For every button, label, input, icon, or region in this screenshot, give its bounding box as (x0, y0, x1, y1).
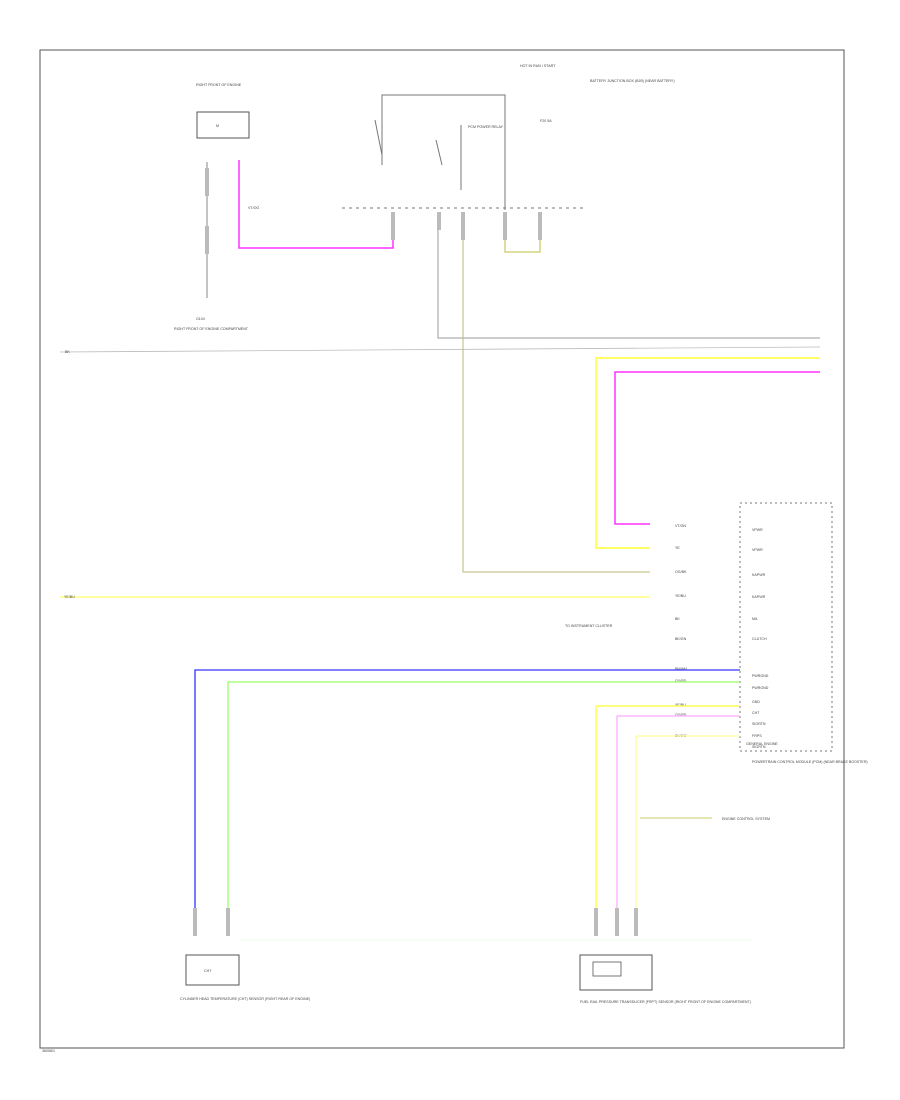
relay-feed-wire (381, 94, 506, 210)
pcm-pin-labels: VPWR VPWR KAPWR KAPWR MIL CLUTCH PWRGND PWRGND G… (752, 528, 769, 749)
cht-sensor-box (185, 954, 240, 986)
connector-bjb-5 (538, 212, 542, 240)
pcm-pin-label: SIGRTN (752, 745, 766, 749)
pcm-pin-label: FRPS (752, 734, 762, 738)
ground-location: RIGHT FRONT OF ENGINE COMPARTMENT (174, 327, 249, 331)
ground-connector-1 (205, 168, 209, 196)
connector-bjb-1 (391, 212, 395, 240)
relay-label: PCM POWER RELAY (468, 125, 504, 129)
pcm-pin-label: CHT (752, 711, 760, 715)
frps-connector-3 (634, 908, 638, 936)
connector-bjb-3 (461, 212, 465, 240)
pcm-wire-color-label: YE (675, 546, 680, 550)
pcm-pin-label: CLUTCH (752, 637, 767, 641)
pcm-wire-color-label: YE/BU (675, 594, 686, 598)
pcm-pin-label: VPWR (752, 528, 763, 532)
magenta-wire-vpwr (614, 371, 820, 525)
yellow-wire-frps (595, 705, 740, 908)
green-wire-sigrtn (227, 681, 740, 908)
clutch-note: TO INSTRUMENT CLUSTER (565, 624, 613, 628)
cht-connector-2 (226, 908, 230, 936)
pcm-section: GENERAL ENGINE (746, 742, 778, 746)
gray-wire-left-1 (59, 346, 821, 353)
olive-wire-5v (635, 735, 740, 908)
pcm-pin-label: PWRGND (752, 686, 769, 690)
cooling-fan-box (196, 111, 250, 139)
frps-sensor-box (579, 954, 653, 991)
pcm-wire-color-label: GY/RD (675, 713, 687, 717)
engine-control-label: ENGINE CONTROL SYSTEM (722, 817, 770, 821)
pcm-wire-color-label: GY/RD (675, 679, 687, 683)
bjb-switch-2 (435, 139, 443, 166)
connector-bjb-4 (503, 212, 507, 240)
pcm-wire-color-label: BK/GN (675, 637, 687, 641)
relay-contact (374, 119, 383, 156)
pcm-pin-label: KAPWR (752, 595, 766, 599)
pcm-pin-label: GND (752, 700, 760, 704)
frps-sensor-inner (592, 961, 622, 977)
cht-sensor-name: CYLINDER HEAD TEMPERATURE (CHT) SENSOR (… (180, 997, 310, 1001)
yellow-wire-keepalive (595, 357, 820, 549)
pcm-wire-color-label: BK (675, 617, 680, 621)
pcm-pin-label: MIL (752, 617, 758, 621)
gray-wire-relay-down (462, 240, 650, 573)
pcm-wire-color-label: BN/WH (675, 667, 687, 671)
pcm-wire-color-label: OG/BK (675, 570, 687, 574)
diagram-title: HOT IN RUN / START (520, 64, 556, 68)
pcm-wire-color-label: VT/GN (675, 524, 686, 528)
left-wire-label-2: YE/BU (64, 595, 75, 599)
frps-sensor-name: FUEL RAIL PRESSURE TRANSDUCER (FRPT) SEN… (580, 1000, 751, 1004)
pcm-pin-label: VPWR (752, 548, 763, 552)
frps-connector-2 (615, 908, 619, 936)
pcm-pin-label: KAPWR (752, 573, 766, 577)
diagram-frame (39, 49, 845, 1049)
magenta-fan-wire (238, 160, 394, 249)
left-wire-label-1: BK (65, 350, 70, 354)
bjb-title: BATTERY JUNCTION BOX (BJB) (NEAR BATTERY… (590, 79, 675, 83)
page-id: 36058/1 (42, 1049, 55, 1053)
pcm-wire-color-label: YE/BU (675, 703, 686, 707)
fan-wire-color: VT/OG (248, 206, 259, 210)
cht-connector-1 (193, 908, 197, 936)
olive-wire-bjb (504, 240, 541, 253)
gray-wire-bjb-to-pcm (437, 230, 820, 339)
blue-wire-cht (194, 669, 740, 908)
pcm-pin-label: SIGRTN (752, 722, 766, 726)
cht-sensor-box-label: CHT (204, 969, 212, 973)
pcm-name: POWERTRAIN CONTROL MODULE (PCM) (NEAR BR… (752, 760, 868, 764)
pcm-box (739, 502, 833, 752)
fan-location: RIGHT FRONT OF ENGINE (196, 83, 242, 87)
ground-connector-2 (205, 226, 209, 254)
fuse-label: F20 5A (540, 119, 552, 123)
connector-bjb-2 (437, 212, 441, 230)
pink-wire-sigrtn (616, 715, 740, 908)
ground-label: G104 (196, 317, 205, 321)
cooling-fan-box-label: M (216, 124, 219, 128)
pcm-pin-label: PWRGND (752, 674, 769, 678)
frps-connector-1 (594, 908, 598, 936)
